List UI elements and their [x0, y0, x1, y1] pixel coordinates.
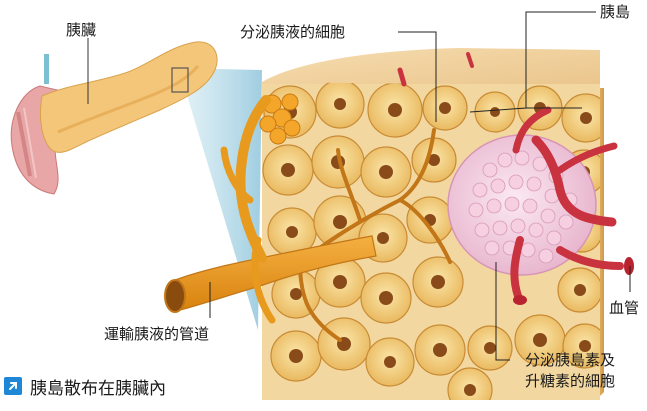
- blood-vessel-label: 血管: [609, 298, 639, 318]
- duct-label: 運輸胰液的管道: [104, 324, 209, 344]
- pancreas-organ: [11, 38, 217, 194]
- secreting-cells-label: 分泌胰液的細胞: [240, 22, 345, 42]
- hormone-cells-label-line1: 分泌胰島素及: [525, 350, 615, 371]
- vessel-opening-bottom: [513, 295, 527, 305]
- vessel-opening: [624, 257, 634, 275]
- pancreas-label: 胰臟: [66, 20, 96, 40]
- islet-label: 胰島: [600, 2, 630, 22]
- hormone-cells-label-line2: 升糖素的細胞: [525, 371, 615, 392]
- arrow-up-right-icon: [4, 377, 22, 395]
- tissue-block-top: [262, 48, 600, 90]
- hormone-cells-label: 分泌胰島素及 升糖素的細胞: [525, 350, 615, 392]
- figure-caption: 胰島散布在胰臟內: [4, 373, 166, 399]
- caption-text: 胰島散布在胰臟內: [30, 374, 166, 399]
